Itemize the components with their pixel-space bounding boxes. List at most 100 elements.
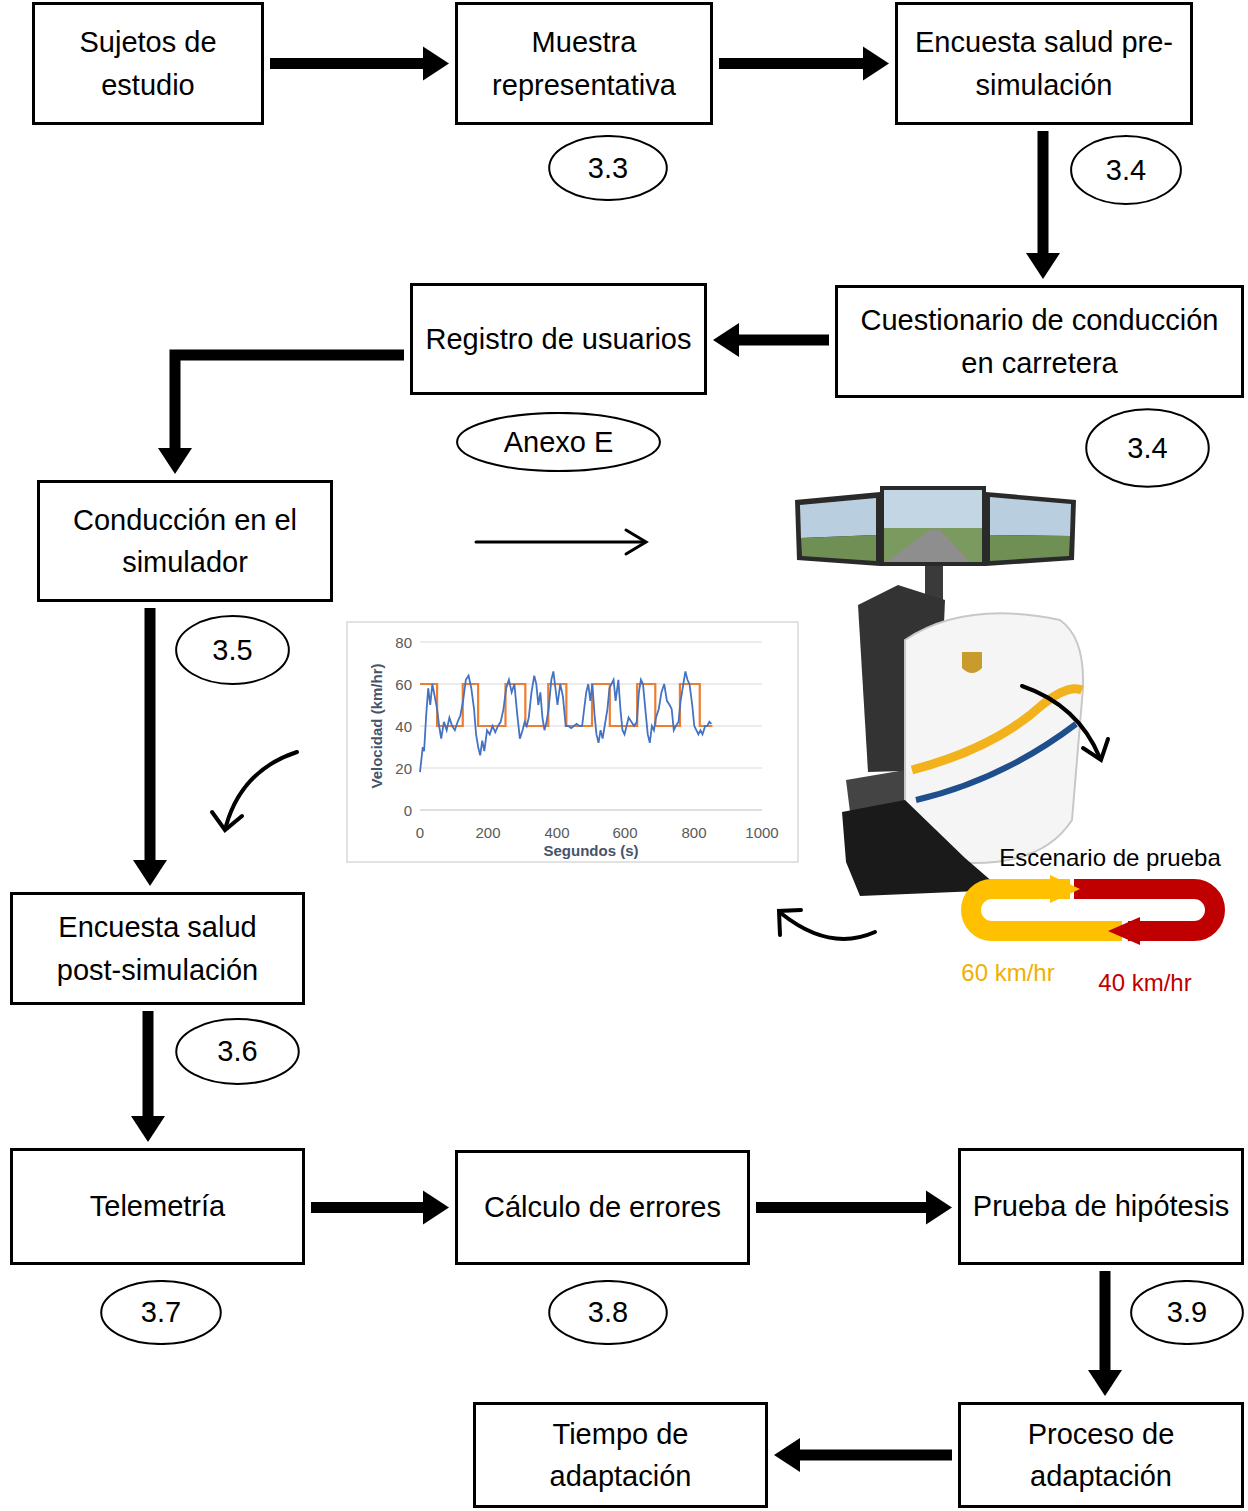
oval-shape bbox=[1086, 409, 1209, 487]
callout-oval: 3.4 bbox=[1085, 408, 1210, 488]
arrow-head bbox=[131, 1116, 165, 1142]
monitor-ground bbox=[884, 528, 982, 562]
callout-number: 3.4 bbox=[1106, 149, 1146, 191]
node-text-group: Telemetría bbox=[90, 1185, 225, 1227]
callout-oval: 3.7 bbox=[100, 1280, 222, 1345]
flow-arrow bbox=[756, 1191, 952, 1225]
arrow-shaft bbox=[143, 1011, 154, 1118]
flow-arrow bbox=[1088, 1271, 1122, 1396]
speed-label: 60 km/hr bbox=[961, 961, 1054, 985]
axis-tick-label: 80 bbox=[395, 635, 412, 650]
node-text-group: Conducción en el simulador bbox=[50, 499, 320, 583]
process-box: Sujetos de estudio bbox=[32, 2, 264, 125]
curved-arrow bbox=[782, 914, 875, 939]
node-text: Encuesta salud pre-simulación bbox=[908, 21, 1180, 105]
arrow-head bbox=[774, 1438, 800, 1472]
simulator-shell bbox=[905, 613, 1083, 863]
node-text-group: Registro de usuarios bbox=[426, 318, 692, 360]
callout-number: 3.5 bbox=[212, 629, 252, 671]
node-text-group: 3.4 bbox=[1106, 149, 1146, 191]
axis-tick-label: 200 bbox=[475, 825, 500, 840]
process-box: Encuesta salud post-simulación bbox=[10, 892, 305, 1005]
callout-number: 3.7 bbox=[141, 1291, 181, 1333]
node-text: Muestra representativa bbox=[468, 21, 700, 105]
process-box: Proceso de adaptación bbox=[958, 1402, 1244, 1508]
arrow-head bbox=[423, 47, 449, 81]
monitor-frame bbox=[880, 486, 986, 566]
arrow-shaft bbox=[719, 58, 865, 69]
process-box: Registro de usuarios bbox=[410, 283, 707, 395]
node-text: Registro de usuarios bbox=[426, 318, 692, 360]
arrow-head bbox=[133, 860, 167, 886]
axis-tick-label: 40 bbox=[395, 719, 412, 734]
flow-arrow bbox=[1026, 131, 1060, 279]
monitor-sky bbox=[990, 497, 1071, 536]
arrow-head bbox=[863, 47, 889, 81]
process-box: Encuesta salud pre-simulación bbox=[895, 2, 1193, 125]
callout-oval: 3.3 bbox=[548, 135, 668, 201]
arrow-shaft bbox=[145, 608, 156, 862]
flow-arrow bbox=[270, 47, 449, 81]
process-box: Tiempo de adaptación bbox=[473, 1402, 768, 1508]
node-text-group: Encuesta salud post-simulación bbox=[23, 906, 292, 990]
axis-tick-label: 0 bbox=[416, 825, 424, 840]
node-text-group: 3.5 bbox=[212, 629, 252, 671]
arrow-shaft bbox=[798, 1450, 952, 1461]
process-box: Muestra representativa bbox=[455, 2, 713, 125]
callout-number: Anexo E bbox=[504, 421, 614, 463]
thin-arrow-line bbox=[476, 541, 645, 544]
speed-chart bbox=[347, 622, 798, 862]
oval-shape bbox=[457, 413, 660, 471]
callout-oval: 3.4 bbox=[1070, 135, 1182, 205]
node-text-group: 3.6 bbox=[217, 1030, 257, 1072]
track-arrowhead bbox=[1108, 917, 1140, 945]
chart-frame bbox=[347, 622, 798, 862]
x-axis bbox=[420, 810, 762, 811]
monitor-frame bbox=[795, 492, 880, 566]
curved-arrow-head bbox=[212, 812, 242, 830]
node-text-group: 3.4 bbox=[1127, 427, 1167, 469]
gridline bbox=[420, 642, 762, 643]
axis-tick-label: 800 bbox=[681, 825, 706, 840]
test-scenario-track bbox=[971, 875, 1215, 945]
arrow-head bbox=[158, 448, 192, 474]
node-text-group: 3.8 bbox=[588, 1291, 628, 1333]
monitor-sky bbox=[884, 490, 982, 528]
oval-shape bbox=[549, 136, 667, 200]
arrow-shaft bbox=[756, 1202, 928, 1213]
node-text-group: Cálculo de errores bbox=[484, 1186, 721, 1228]
oval-shape bbox=[176, 616, 289, 684]
node-text-group: Proceso de adaptación bbox=[971, 1413, 1231, 1497]
flow-arrow bbox=[133, 608, 167, 886]
axis-tick-label: 400 bbox=[544, 825, 569, 840]
curved-arrow-head bbox=[779, 910, 801, 935]
chart-gridlines bbox=[420, 642, 762, 810]
axis-tick-label: 20 bbox=[395, 761, 412, 776]
node-text: Tiempo de adaptación bbox=[486, 1413, 755, 1497]
flow-arrow bbox=[774, 1438, 952, 1472]
axis-tick-label: 60 bbox=[395, 677, 412, 692]
track-40 bbox=[1074, 889, 1215, 931]
curved-arrow bbox=[226, 752, 297, 826]
node-text: Sujetos de estudio bbox=[45, 21, 251, 105]
curved-arrow bbox=[1022, 686, 1100, 758]
node-text: Cálculo de errores bbox=[484, 1186, 721, 1228]
axis-title: Segundos (s) bbox=[543, 843, 638, 858]
node-text: Cuestionario de conducción en carretera bbox=[848, 299, 1231, 383]
node-text: Telemetría bbox=[90, 1185, 225, 1227]
arrow-shaft bbox=[175, 355, 404, 450]
arrow-head bbox=[1026, 253, 1060, 279]
arrow-shaft bbox=[1100, 1271, 1111, 1372]
axis-tick-label: 600 bbox=[612, 825, 637, 840]
flow-arrow bbox=[131, 1011, 165, 1142]
node-text-group: 3.7 bbox=[141, 1291, 181, 1333]
process-box: Conducción en el simulador bbox=[37, 480, 333, 602]
track-arrowhead bbox=[1050, 875, 1080, 903]
arrow-head bbox=[713, 323, 739, 357]
arrow-shaft bbox=[311, 1202, 425, 1213]
flow-arrow bbox=[719, 47, 889, 81]
monitor-ground bbox=[801, 535, 876, 561]
shell-swoosh bbox=[916, 724, 1076, 800]
